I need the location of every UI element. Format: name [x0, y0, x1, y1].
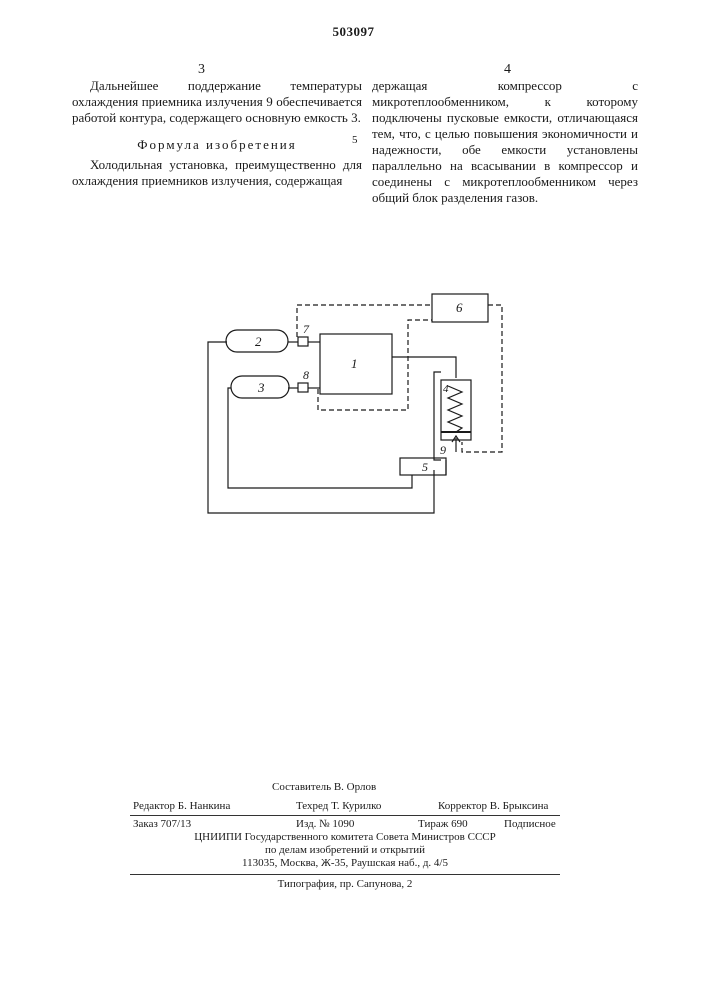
imprint-org-line1: ЦНИИПИ Государственного комитета Совета … [130, 831, 560, 844]
label-block-6: 6 [456, 300, 463, 315]
imprint-printer: Типография, пр. Сапунова, 2 [130, 878, 560, 891]
piping-lines [208, 342, 456, 513]
label-heat-exchanger: 4 [443, 383, 449, 395]
label-valve-7: 7 [303, 322, 310, 336]
label-tank-2: 2 [255, 334, 262, 349]
imprint-order: Заказ 707/13 [133, 818, 191, 831]
label-compressor: 1 [351, 356, 358, 371]
imprint-edition: Изд. № 1090 [296, 818, 354, 831]
label-receiver: 9 [440, 443, 446, 457]
label-valve-8: 8 [303, 368, 309, 382]
imprint-corrector: Корректор В. Брыксина [438, 800, 548, 813]
imprint-org-address: 113035, Москва, Ж-35, Раушская наб., д. … [130, 857, 560, 870]
coil-icon [448, 386, 462, 432]
imprint-subscription: Подписное [504, 818, 556, 831]
imprint-editor: Редактор Б. Нанкина [133, 800, 230, 813]
imprint-org-line2: по делам изобретений и открытий [130, 844, 560, 857]
label-separator: 5 [422, 460, 428, 474]
imprint-rule-1 [130, 815, 560, 816]
imprint-compiler: Составитель В. Орлов [272, 781, 376, 794]
valve-7-box [298, 337, 308, 346]
valve-8-box [298, 383, 308, 392]
imprint-techred: Техред Т. Курилко [296, 800, 381, 813]
label-tank-3: 3 [257, 380, 265, 395]
imprint-circulation: Тираж 690 [418, 818, 468, 831]
imprint-rule-2 [130, 874, 560, 875]
